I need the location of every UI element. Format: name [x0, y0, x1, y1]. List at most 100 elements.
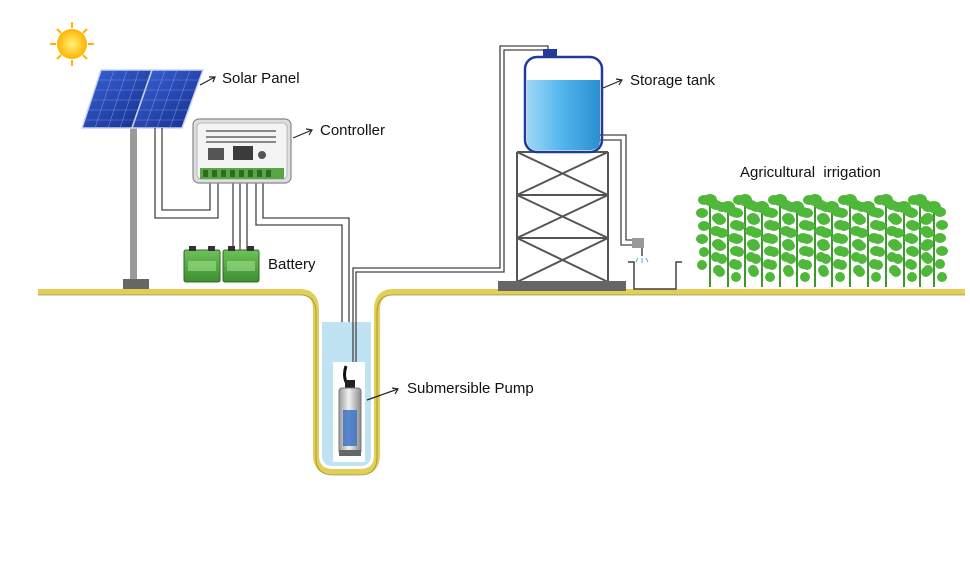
- plant-leaf: [818, 241, 830, 251]
- agricultural-irrigation-label: Agricultural irrigation: [740, 164, 881, 181]
- ground: [38, 289, 965, 476]
- controller-icon: [192, 118, 292, 184]
- plant-leaf: [804, 247, 814, 257]
- sun-icon: [50, 22, 94, 66]
- plant-leaf: [800, 272, 810, 282]
- plant-leaf: [873, 260, 883, 270]
- plant-leaf: [875, 247, 885, 257]
- plant-leaf: [820, 228, 832, 238]
- plant-leaf: [922, 228, 934, 238]
- plant-leaf: [699, 247, 709, 257]
- plant-leaf: [697, 260, 707, 270]
- plant-leaf: [783, 215, 795, 225]
- plant-leaf: [821, 254, 831, 264]
- plant-leaf: [748, 215, 760, 225]
- storage-tank-label: Storage tank: [630, 72, 716, 89]
- plant-crown: [808, 194, 822, 206]
- faucet-icon: [632, 238, 649, 263]
- plant-leaf: [751, 254, 761, 264]
- plant-leaf: [920, 241, 932, 251]
- plant-leaf: [748, 241, 760, 251]
- plant-icon: [696, 194, 948, 287]
- plant-leaf: [890, 241, 902, 251]
- plant-leaf: [937, 272, 947, 282]
- plant-leaf: [874, 221, 886, 231]
- label-arrows: [199, 76, 623, 401]
- plant-leaf: [839, 247, 849, 257]
- plant-leaf: [890, 215, 902, 225]
- plant-leaf: [935, 259, 945, 269]
- plant-crown: [861, 201, 875, 213]
- plant-leaf: [857, 254, 867, 264]
- plant-leaf: [936, 220, 948, 230]
- solar-panel-icon: [80, 69, 205, 129]
- plant-leaf: [749, 267, 759, 277]
- plant-leaf: [906, 208, 918, 218]
- plant-leaf: [909, 247, 919, 257]
- plant-leaf: [923, 254, 933, 264]
- plant-leaf: [907, 272, 917, 282]
- plant-crown: [703, 194, 717, 206]
- controller-label: Controller: [320, 122, 386, 139]
- plant-leaf: [765, 272, 775, 282]
- solar-panel-label: Solar Panel: [222, 70, 300, 87]
- plant-leaf: [907, 260, 917, 270]
- plant-leaf: [921, 267, 931, 277]
- submersible-pump-label: Submersible Pump: [407, 380, 534, 397]
- tank-stand: [516, 151, 609, 283]
- plant-crown: [790, 201, 804, 213]
- plant-leaf: [838, 221, 850, 231]
- plant-leaf: [855, 267, 865, 277]
- plant-leaf: [767, 260, 777, 270]
- plant-leaf: [854, 215, 866, 225]
- panel-controller-wires: [154, 128, 350, 368]
- plant-leaf: [734, 247, 744, 257]
- plant-leaf: [801, 234, 813, 244]
- plant-leaf: [766, 234, 778, 244]
- water-pipe: [352, 45, 549, 368]
- plant-leaf: [715, 267, 725, 277]
- pump-icon: [333, 362, 365, 462]
- plant-crown: [879, 194, 893, 206]
- tank-base: [498, 281, 626, 291]
- plant-leaf: [936, 246, 948, 256]
- plant-leaf: [717, 254, 727, 264]
- plant-leaf: [803, 221, 815, 231]
- plant-crown: [755, 201, 769, 213]
- plant-leaf: [716, 228, 728, 238]
- plant-leaf: [836, 234, 848, 244]
- irrigation-channel: [628, 261, 682, 290]
- plant-leaf: [802, 260, 812, 270]
- plant-leaf: [784, 267, 794, 277]
- plant-leaf: [714, 215, 726, 225]
- plant-crown: [721, 201, 735, 213]
- plant-leaf: [698, 221, 710, 231]
- plant-leaf: [836, 208, 848, 218]
- plant-leaf: [871, 272, 881, 282]
- plant-leaf: [786, 254, 796, 264]
- plant-leaf: [835, 272, 845, 282]
- water-tank-icon: [523, 49, 604, 154]
- plant-crown: [913, 194, 927, 206]
- plant-leaf: [891, 267, 901, 277]
- plant-leaf: [766, 208, 778, 218]
- plant-leaf: [731, 272, 741, 282]
- plant-leaf: [769, 247, 779, 257]
- plant-leaf: [818, 215, 830, 225]
- plant-leaf: [731, 234, 743, 244]
- plant-leaf: [856, 228, 868, 238]
- plant-crown: [843, 194, 857, 206]
- plant-leaf: [768, 221, 780, 231]
- plant-leaf: [893, 254, 903, 264]
- plant-leaf: [783, 241, 795, 251]
- plant-leaf: [696, 208, 708, 218]
- plant-leaf: [837, 260, 847, 270]
- plant-leaf: [785, 228, 797, 238]
- plant-leaf: [732, 260, 742, 270]
- plant-leaf: [750, 228, 762, 238]
- plant-leaf: [908, 221, 920, 231]
- plant-leaf: [733, 221, 745, 231]
- plant-leaf: [801, 208, 813, 218]
- plant-leaf: [714, 241, 726, 251]
- solar-panel-pole: [123, 126, 149, 289]
